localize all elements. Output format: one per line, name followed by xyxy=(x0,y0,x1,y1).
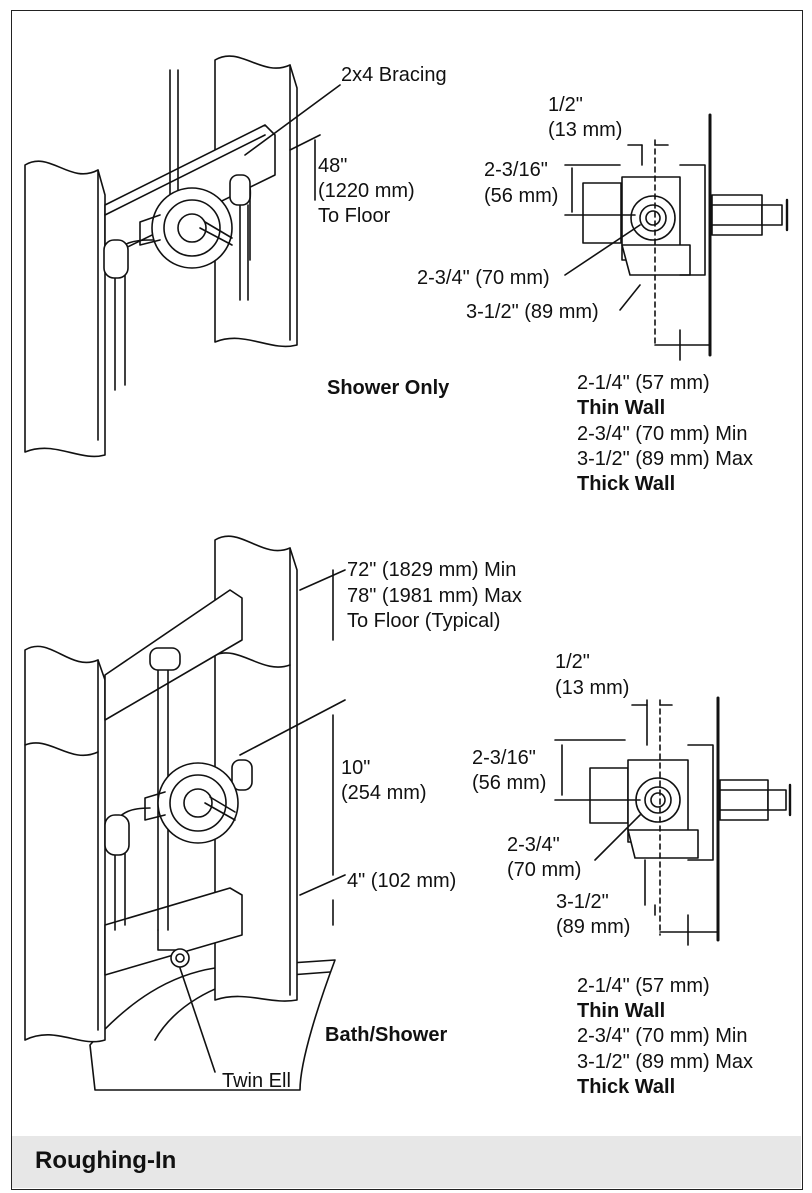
top-thin-dim-label: 2-1/4" (57 mm) xyxy=(577,372,710,394)
ten-inch-label: 10" xyxy=(341,757,371,779)
shower-only-dimension-lines xyxy=(244,84,341,201)
top-3-1-2-label: 3-1/2" (89 mm) xyxy=(466,301,599,323)
bottom-half-inch-label: 1/2" xyxy=(555,651,590,673)
page-frame xyxy=(11,10,803,1190)
bath-shower-framing xyxy=(24,535,336,1091)
height-72-label: 72" (1829 mm) Min xyxy=(347,559,517,581)
top-thick-wall-label: Thick Wall xyxy=(577,473,676,495)
top-thick-min-label: 2-3/4" (70 mm) Min xyxy=(577,423,748,445)
section-footer: Roughing-In xyxy=(12,1136,801,1188)
twin-ell-label: Twin Ell xyxy=(222,1070,291,1092)
bottom-89mm-label: (89 mm) xyxy=(556,916,631,938)
height-78-label: 78" (1981 mm) Max xyxy=(347,585,522,607)
bottom-thick-wall-label: Thick Wall xyxy=(577,1076,676,1098)
top-thin-wall-label: Thin Wall xyxy=(577,397,666,419)
top-2-3-4-label: 2-3/4" (70 mm) xyxy=(417,267,550,289)
bottom-thick-min-label: 2-3/4" (70 mm) Min xyxy=(577,1025,748,1047)
shower-only-side-view xyxy=(564,113,789,361)
bottom-thick-max-label: 3-1/2" (89 mm) Max xyxy=(577,1051,754,1073)
height-48-label: 48" xyxy=(318,155,348,177)
bath-shower-side-view xyxy=(554,696,792,946)
height-1220-label: (1220 mm) xyxy=(318,180,415,202)
bottom-2-3-4-label: 2-3/4" xyxy=(507,834,560,856)
shower-only-caption: Shower Only xyxy=(327,377,450,399)
top-2-3-16-label: 2-3/16" xyxy=(484,159,548,181)
ten-254mm-label: (254 mm) xyxy=(341,782,427,804)
four-inch-label: 4" (102 mm) xyxy=(347,870,457,892)
top-half-inch-label: 1/2" xyxy=(548,94,583,116)
bottom-13mm-label: (13 mm) xyxy=(555,677,630,699)
bottom-70mm-label: (70 mm) xyxy=(507,859,582,881)
bottom-3-1-2-label: 3-1/2" xyxy=(556,891,609,913)
bottom-2-3-16-label: 2-3/16" xyxy=(472,747,536,769)
to-floor-label: To Floor xyxy=(318,205,391,227)
bracing-label: 2x4 Bracing xyxy=(341,64,447,86)
bottom-thin-wall-label: Thin Wall xyxy=(577,1000,666,1022)
bath-shower-dimension-lines xyxy=(179,569,346,1073)
top-thick-max-label: 3-1/2" (89 mm) Max xyxy=(577,448,754,470)
section-title: Roughing-In xyxy=(35,1147,177,1174)
bath-shower-caption: Bath/Shower xyxy=(325,1024,448,1046)
bottom-56mm-label: (56 mm) xyxy=(472,772,547,794)
to-floor-typical-label: To Floor (Typical) xyxy=(347,610,501,632)
bottom-thin-dim-label: 2-1/4" (57 mm) xyxy=(577,975,710,997)
top-56mm-label: (56 mm) xyxy=(484,185,559,207)
top-13mm-label: (13 mm) xyxy=(548,119,623,141)
shower-only-framing xyxy=(24,55,298,458)
